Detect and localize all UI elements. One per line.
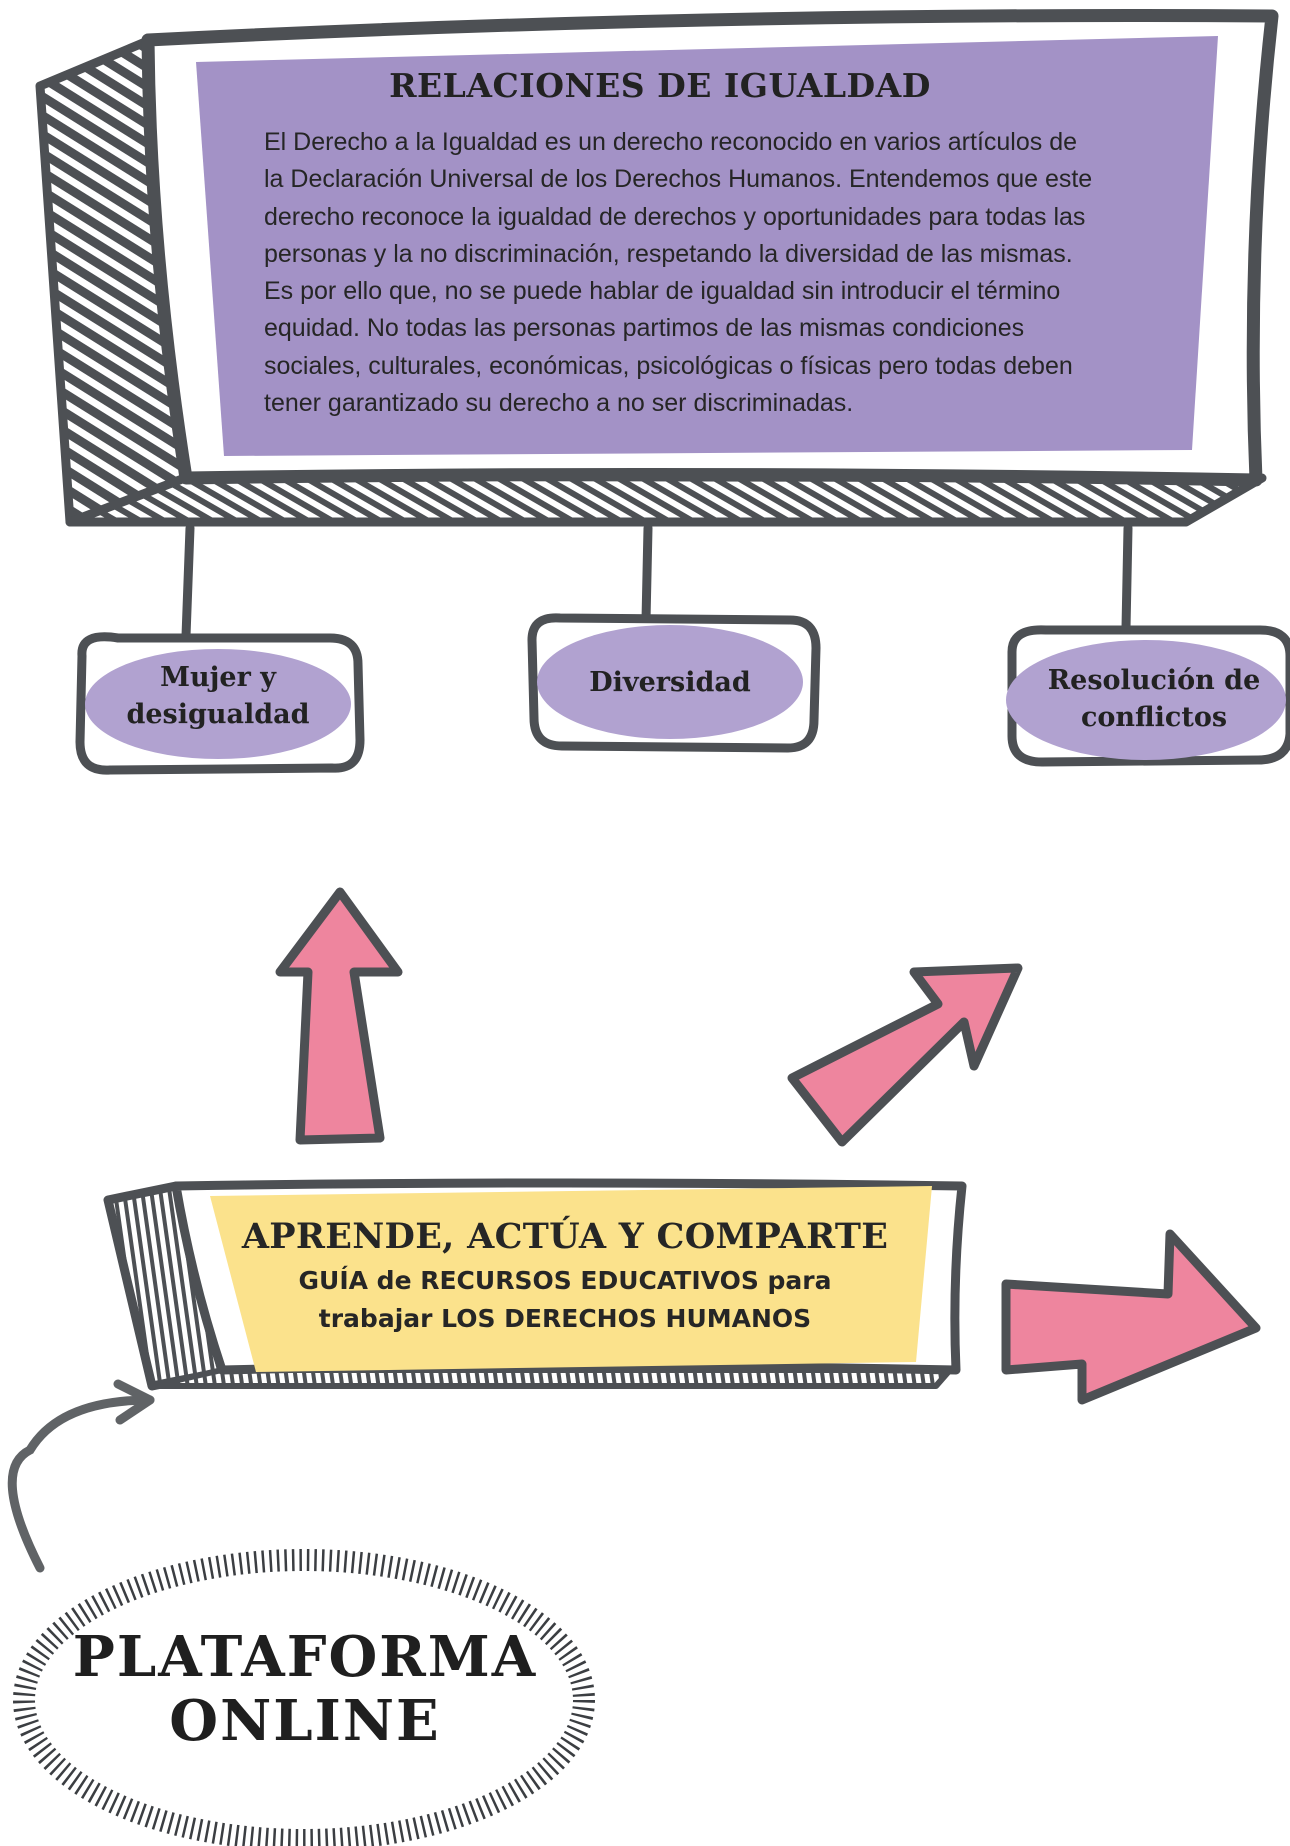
description-line: la Declaración Universal de los Derechos…	[264, 165, 1093, 194]
description-line: Es por ello que, no se puede hablar de i…	[264, 277, 1061, 306]
arrow-up-icon	[275, 887, 403, 1145]
node-label-diversidad: Diversidad	[550, 664, 790, 701]
arrow-right-icon	[1001, 1229, 1261, 1405]
platform-label-line: ONLINE	[169, 1688, 441, 1754]
banner-title: RELACIONES DE IGUALDAD	[389, 66, 931, 105]
description-line: tener garantizado su derecho a no ser di…	[264, 389, 854, 418]
platform-label: PLATAFORMA ONLINE	[60, 1625, 550, 1753]
description-line: equidad. No todas las personas partimos …	[264, 314, 1025, 343]
node-label-line: Diversidad	[589, 667, 751, 698]
guide-subtitle-line: GUÍA de RECURSOS EDUCATIVOS para	[298, 1266, 832, 1295]
node-label-line: Mujer y	[160, 662, 276, 693]
node-label-resolucion-conflictos: Resolución de conflictos	[1018, 662, 1290, 736]
node-label-mujer-desigualdad: Mujer y desigualdad	[98, 659, 338, 733]
connector-lines	[181, 523, 1133, 641]
curved-arrow-icon	[7, 1379, 155, 1573]
guide-banner-box	[103, 1178, 967, 1391]
node-label-line: conflictos	[1080, 702, 1228, 733]
platform-label-line: PLATAFORMA	[72, 1624, 538, 1690]
description-line: El Derecho a la Igualdad es un derecho r…	[264, 128, 1078, 156]
description-line: derecho reconoce la igualdad de derechos…	[264, 202, 1086, 231]
node-label-line: Resolución de	[1047, 665, 1261, 696]
guide-subtitle: GUÍA de RECURSOS EDUCATIVOS para trabaja…	[250, 1262, 880, 1338]
arrow-diagonal-icon	[787, 963, 1023, 1147]
banner-description: El Derecho a la Igualdad es un derecho r…	[264, 124, 1174, 422]
guide-subtitle-line: trabajar LOS DERECHOS HUMANOS	[318, 1304, 812, 1333]
description-line: sociales, culturales, económicas, psicol…	[264, 351, 1073, 380]
node-mujer-desigualdad	[75, 632, 365, 775]
node-label-line: desigualdad	[126, 699, 310, 730]
description-line: personas y la no discriminación, respeta…	[264, 239, 1073, 268]
guide-title: APRENDE, ACTÚA Y COMPARTE	[241, 1216, 889, 1257]
top-banner-box	[35, 9, 1279, 527]
node-diversidad	[527, 613, 821, 753]
platform-badge	[13, 1549, 595, 1846]
node-resolucion-conflictos	[1006, 625, 1290, 767]
